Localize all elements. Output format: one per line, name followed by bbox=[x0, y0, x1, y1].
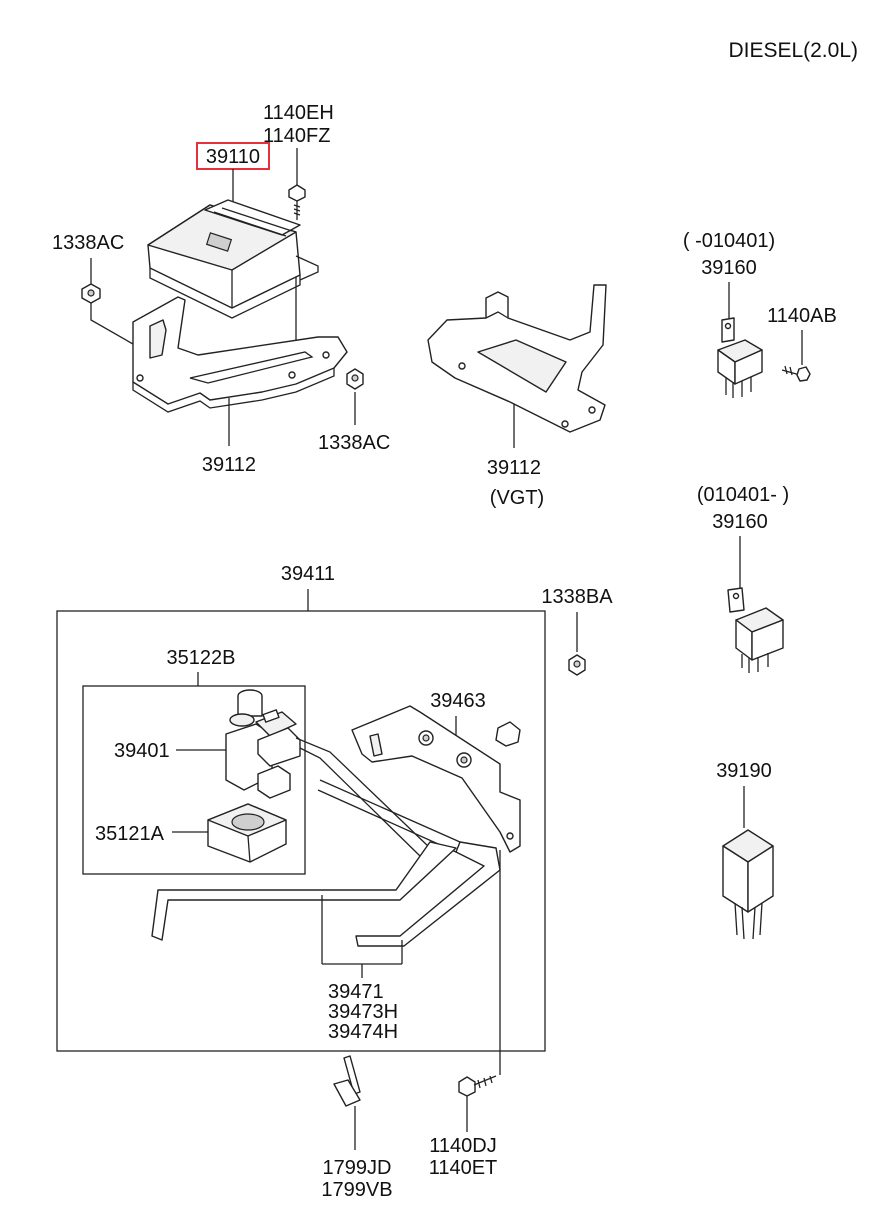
vgt-bracket-label[interactable]: 39112 bbox=[487, 457, 541, 479]
relay-b-range-label[interactable]: (010401- ) bbox=[697, 484, 789, 506]
valve-kit-frame bbox=[82, 685, 306, 875]
ecu-label[interactable]: 39110 bbox=[206, 146, 260, 168]
ecu-bolt-label-a[interactable]: 1140EH bbox=[263, 102, 334, 124]
valve-label[interactable]: 39401 bbox=[114, 740, 170, 762]
valve-kit-label[interactable]: 35122B bbox=[167, 647, 236, 669]
ecu-bracket[interactable] bbox=[132, 296, 348, 413]
hose-callouts: 39471 39473H 39474H bbox=[328, 981, 398, 1043]
nut-left-label[interactable]: 1338AC bbox=[52, 232, 124, 254]
bolt-leader bbox=[466, 850, 501, 1132]
relay-bolt-icon[interactable] bbox=[781, 365, 811, 382]
vgt-callouts: 39112 (VGT) bbox=[487, 402, 544, 509]
assembly-frame bbox=[56, 610, 546, 1052]
relay-b-label[interactable]: 39160 bbox=[712, 511, 768, 533]
ecu-unit[interactable] bbox=[147, 199, 319, 319]
module-icon[interactable] bbox=[722, 829, 774, 940]
assembly-nut-icon[interactable] bbox=[568, 654, 586, 676]
ecu-callouts: 1140EH 1140FZ 39110 1338AC 39112 1338AC bbox=[52, 102, 390, 476]
nut-right-label[interactable]: 1338AC bbox=[318, 432, 390, 454]
relay-bolt-label[interactable]: 1140AB bbox=[767, 305, 837, 327]
engine-label: DIESEL(2.0L) bbox=[728, 39, 858, 62]
relay-a-icon[interactable] bbox=[717, 317, 763, 398]
valve-cover-label[interactable]: 35121A bbox=[95, 823, 165, 845]
hose-label-b[interactable]: 39473H bbox=[328, 1001, 398, 1023]
ecu-bolt-label-b[interactable]: 1140FZ bbox=[263, 125, 330, 147]
relay-a-callouts: ( -010401) 39160 1140AB bbox=[683, 230, 837, 365]
bolt-label-b[interactable]: 1140ET bbox=[429, 1157, 498, 1179]
valve-bracket-icon[interactable] bbox=[351, 705, 521, 853]
tie-label-a[interactable]: 1799JD bbox=[323, 1157, 392, 1179]
assembly-callouts: 39411 1338BA bbox=[56, 563, 613, 1052]
bolt-icon[interactable] bbox=[458, 1075, 497, 1097]
vgt-bracket[interactable] bbox=[427, 284, 607, 433]
hose-label-a[interactable]: 39471 bbox=[328, 981, 384, 1003]
nut-right-icon[interactable] bbox=[346, 368, 364, 390]
valve-bracket-label[interactable]: 39463 bbox=[430, 690, 486, 712]
solenoid-valve-icon[interactable] bbox=[225, 689, 301, 799]
bolt-label-a[interactable]: 1140DJ bbox=[429, 1135, 496, 1157]
assembly-nut-label[interactable]: 1338BA bbox=[541, 586, 613, 608]
hose-label-c[interactable]: 39474H bbox=[328, 1021, 398, 1043]
module-callouts: 39190 bbox=[716, 760, 772, 828]
tie-label-b[interactable]: 1799VB bbox=[321, 1179, 392, 1201]
relay-b-icon[interactable] bbox=[727, 587, 784, 673]
valve-kit-callouts: 35122B 39401 35121A bbox=[82, 647, 306, 875]
cable-tie-icon[interactable] bbox=[333, 1055, 361, 1150]
hose-assembly[interactable] bbox=[151, 737, 501, 978]
vgt-note-label[interactable]: (VGT) bbox=[490, 487, 544, 509]
relay-a-range-label[interactable]: ( -010401) bbox=[683, 230, 775, 252]
relay-a-label[interactable]: 39160 bbox=[701, 257, 757, 279]
bracket-label[interactable]: 39112 bbox=[202, 454, 256, 476]
ecu-bolt-icon[interactable] bbox=[288, 184, 306, 220]
assembly-label[interactable]: 39411 bbox=[281, 563, 335, 585]
module-label[interactable]: 39190 bbox=[716, 760, 772, 782]
ecu-logo-icon bbox=[205, 232, 233, 252]
valve-cover-icon[interactable] bbox=[207, 803, 287, 863]
nut-left-icon[interactable] bbox=[81, 283, 101, 304]
relay-b-callouts: (010401- ) 39160 bbox=[697, 484, 789, 592]
